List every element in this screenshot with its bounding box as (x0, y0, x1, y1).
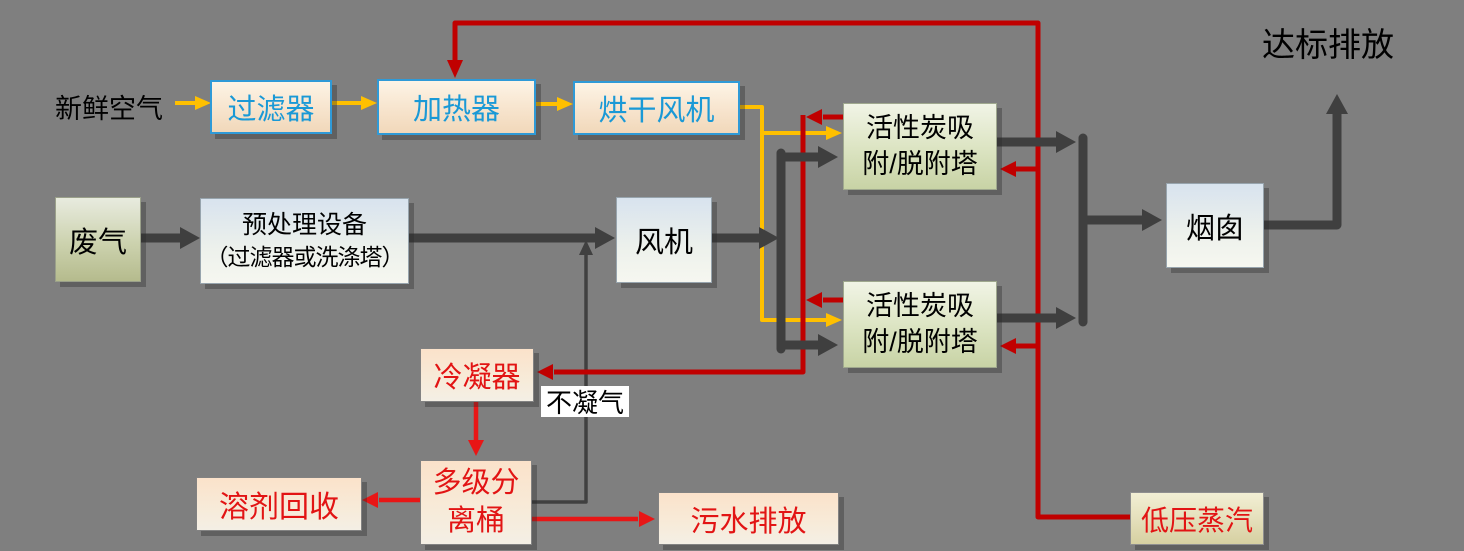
desorb-to-condenser-line (554, 115, 806, 375)
sewage-discharge-node: 污水排放 (658, 492, 839, 545)
heater-label: 加热器 (412, 94, 500, 126)
filter-label: 过滤器 (227, 94, 315, 126)
adsorption-tower-1: 活性炭吸 附/脱附塔 (843, 103, 997, 190)
drying-fan-label: 烘干风机 (598, 95, 715, 127)
pretreatment-label-line2: （过滤器或洗涤塔） (205, 244, 405, 271)
low-pressure-steam-label: 低压蒸汽 (1140, 504, 1253, 536)
non-condensable-gas-label: 不凝气 (541, 386, 629, 418)
chimney-label: 烟囱 (1185, 212, 1244, 245)
compliant-discharge-label: 达标排放 (1262, 28, 1394, 64)
low-pressure-steam-node: 低压蒸汽 (1130, 492, 1264, 545)
pretreatment-label-line1: 预处理设备 (241, 210, 367, 239)
steam-lines (447, 20, 1130, 520)
fresh-air-flow-lines (175, 96, 842, 327)
fan-label: 风机 (634, 227, 693, 259)
pretreatment-node: 预处理设备 （过滤器或洗涤塔） (200, 198, 409, 284)
chimney-exhaust-line (1262, 113, 1342, 230)
tower2-label-line1: 活性炭吸 (866, 291, 974, 322)
fan-node: 风机 (616, 197, 712, 283)
separator-node: 多级分 离桶 (420, 460, 532, 545)
tower1-label-line1: 活性炭吸 (866, 113, 974, 144)
steam-supply-line (452, 20, 1130, 520)
heater-node: 加热器 (377, 79, 536, 135)
solvent-recovery-node: 溶剂回收 (196, 477, 362, 531)
waste-gas-node: 废气 (55, 197, 141, 282)
dryfan-to-tower2-line (736, 105, 828, 322)
separator-label-line2: 离桶 (446, 504, 505, 537)
fresh-air-label: 新鲜空气 (55, 94, 163, 124)
chimney-node: 烟囱 (1166, 183, 1264, 268)
tower2-label-line2: 附/脱附塔 (862, 326, 978, 357)
main-gas-ducts (140, 94, 1348, 356)
separator-label-line1: 多级分 (432, 466, 520, 499)
drying-fan-node: 烘干风机 (573, 81, 740, 135)
sewage-discharge-label: 污水排放 (690, 505, 807, 538)
filter-node: 过滤器 (210, 80, 332, 134)
adsorption-tower-2: 活性炭吸 附/脱附塔 (843, 281, 997, 368)
waste-gas-label: 废气 (68, 226, 127, 259)
condenser-node: 冷凝器 (420, 348, 534, 402)
ncg-return-line (530, 240, 593, 504)
condenser-label: 冷凝器 (433, 362, 521, 394)
liquid-lines (362, 401, 655, 527)
tower1-label-line2: 附/脱附塔 (862, 148, 978, 179)
solvent-recovery-label: 溶剂回收 (219, 491, 339, 524)
